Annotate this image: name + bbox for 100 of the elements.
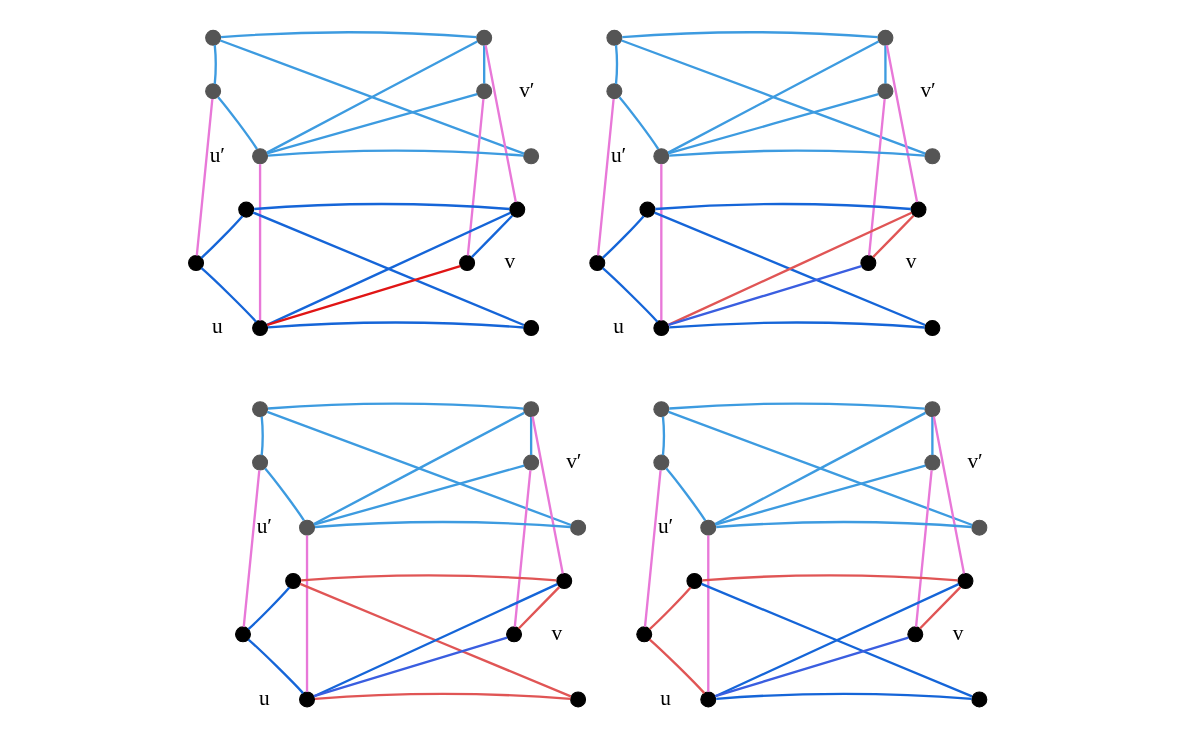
node-circle [906,625,923,642]
node-circle [237,201,254,218]
connector [219,38,524,155]
node-circle [970,519,987,536]
connector [314,692,570,700]
node-circle [475,82,492,99]
connector [867,98,886,256]
connector [195,98,213,256]
connector [247,586,290,630]
node-circle [956,572,973,589]
node-circle [910,201,926,218]
node-circle [638,201,655,218]
node-circle [298,690,315,707]
node-label: u [211,313,223,338]
connector [242,469,260,627]
node-label: v [550,620,562,645]
connector [247,638,304,694]
connector [530,415,564,574]
connector [714,635,909,697]
connector [265,39,478,154]
connector [714,463,926,526]
connector [513,469,532,627]
node-circle [699,519,716,536]
node-circle [251,147,268,164]
node-label: v′ [518,77,535,102]
connector [665,467,706,521]
node-circle [923,319,940,336]
connector [313,463,524,526]
connector [213,44,217,84]
connector [483,44,517,202]
node-circle [605,82,622,99]
connector [885,44,918,202]
node-circle [251,319,268,336]
node-circle [251,400,268,417]
node-label: v′ [565,448,581,473]
connector [470,214,513,258]
node-label: v′ [966,448,983,473]
connector [654,202,911,210]
connector [715,520,972,528]
connector [621,30,878,38]
node-circle [970,690,987,707]
node-circle [652,319,669,336]
node-circle [923,454,940,471]
connector [648,638,705,694]
connector [643,469,662,627]
node-label: u [659,685,671,710]
connector [668,320,925,329]
node-label: u′ [256,513,272,538]
node-circle [508,201,525,218]
connector [263,467,305,521]
connector [914,469,933,627]
connector [667,39,879,154]
connector [667,410,973,526]
node-circle [859,254,876,271]
connector [200,266,257,323]
connector [220,30,477,38]
connector [258,163,261,321]
node-label: u [612,313,624,338]
connector [601,266,658,323]
connector [267,320,523,329]
connector [313,635,508,697]
connector [482,45,485,84]
connector [601,214,645,259]
connector [466,98,485,256]
node-label: v [905,248,916,273]
connector [266,264,461,326]
node-label: u′ [657,513,673,538]
node-circle [569,690,586,707]
connector [267,401,523,410]
connector [668,149,925,157]
node-circle [251,454,268,471]
connector [200,214,243,259]
node-circle [187,254,204,271]
node-label: v′ [919,77,936,102]
connector [305,534,308,692]
node-circle [876,82,893,99]
node-circle [569,519,586,536]
connector [614,44,618,84]
node-circle [652,400,669,417]
node-circle [635,625,652,642]
connector [706,534,709,692]
connector [253,202,510,210]
connector [596,98,615,256]
connector [667,92,879,154]
connector [715,692,972,700]
connector [701,573,958,582]
connector [618,95,659,150]
connector [930,416,934,455]
connector [267,149,523,157]
node-circle [204,29,221,46]
node-circle [522,454,539,471]
node-circle [652,454,669,471]
node-circle [555,572,572,589]
connector [266,92,478,154]
node-circle [505,625,522,642]
node-circle [652,147,669,164]
connector [667,264,862,326]
node-circle [923,400,940,417]
connector [300,573,557,582]
node-circle [522,319,539,336]
